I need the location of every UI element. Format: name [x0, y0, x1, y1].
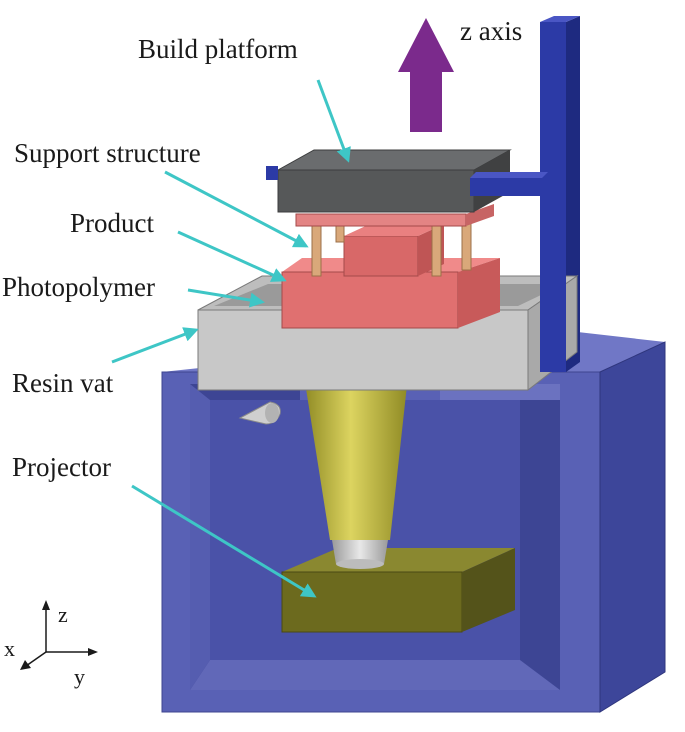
- nozzle: [238, 401, 281, 425]
- beam-cone: [304, 376, 408, 540]
- triad-x-head: [20, 660, 31, 670]
- z-axis-arrow: [398, 18, 454, 132]
- platform-arm-right-top: [470, 172, 548, 178]
- nozzle-end: [265, 403, 279, 423]
- triad-y-head: [88, 648, 98, 656]
- pillar-top: [540, 16, 580, 22]
- pointer-build-platform: [316, 79, 351, 163]
- product-lower-front: [281, 271, 459, 329]
- triad-z-label: z: [58, 602, 68, 627]
- enclosure-side-face: [599, 341, 666, 713]
- pointer-resin-vat: [111, 327, 199, 364]
- platform-front: [277, 169, 475, 213]
- platform-arm-right: [470, 178, 542, 196]
- pointer-photopolymer: [187, 288, 265, 308]
- lens-body: [332, 540, 388, 564]
- product-lower-side: [458, 258, 500, 328]
- pointer-projector: [131, 484, 317, 598]
- label-build-platform: Build platform: [138, 34, 298, 64]
- label-support-structure: Support structure: [14, 138, 201, 168]
- triad-x-line: [25, 651, 47, 667]
- platform-top: [276, 149, 512, 171]
- product-upper-top: [344, 224, 444, 236]
- pointer-support-structure: [164, 170, 309, 248]
- triad-y-label: y: [74, 664, 85, 689]
- triad-z-head: [42, 600, 50, 610]
- build-platform: [266, 149, 548, 213]
- product: [281, 224, 500, 329]
- z-arrow-shape: [398, 18, 454, 132]
- triad-x-label: x: [4, 636, 15, 661]
- base-plate-front: [295, 213, 467, 227]
- pointer-product: [177, 230, 287, 282]
- cavity-left-wall: [190, 384, 210, 690]
- projector-front: [281, 571, 463, 633]
- projector: [281, 548, 515, 633]
- support-rod: [431, 223, 442, 277]
- platform-arm-left: [266, 166, 278, 180]
- labels: z axis Build platform Support structure …: [2, 16, 522, 482]
- support-rod: [311, 223, 322, 277]
- label-z-axis: z axis: [460, 16, 522, 46]
- pointers: [111, 79, 351, 598]
- base-plate-side: [466, 204, 494, 226]
- pillar-front-overlay: [540, 180, 566, 372]
- product-upper-front: [343, 235, 419, 277]
- label-resin-vat: Resin vat: [12, 368, 114, 398]
- cavity-floor: [190, 660, 560, 690]
- label-photopolymer: Photopolymer: [2, 272, 155, 302]
- projector-side: [462, 548, 515, 632]
- lens-bottom: [336, 559, 384, 569]
- label-projector: Projector: [12, 452, 111, 482]
- label-product: Product: [70, 208, 154, 238]
- coordinate-triad: z x y: [4, 600, 98, 689]
- base-plate: [295, 204, 494, 227]
